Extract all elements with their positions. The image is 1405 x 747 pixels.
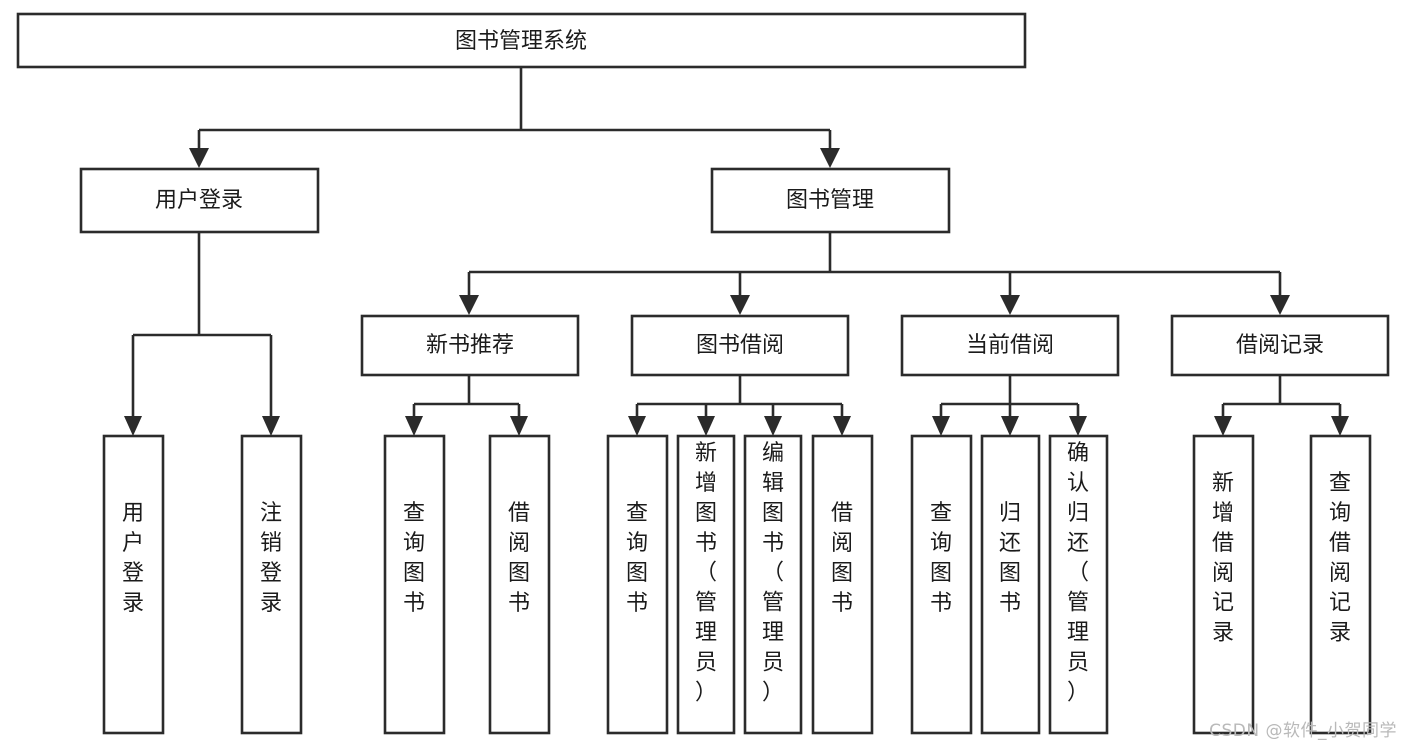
connector-group-book-borrow bbox=[628, 375, 851, 436]
node-leaf-query-book-1-label: 查询图书 bbox=[403, 501, 425, 616]
node-leaf-user-login[interactable]: 用户登录 bbox=[102, 434, 165, 735]
node-leaf-add-record-label: 新增借阅记录 bbox=[1212, 471, 1234, 646]
node-leaf-user-login-box[interactable] bbox=[102, 434, 165, 735]
arrow-head-book-borrow bbox=[730, 295, 750, 315]
node-leaf-borrow-book-2-label: 借阅图书 bbox=[831, 501, 853, 616]
arrow-head-user-login bbox=[189, 148, 209, 168]
node-book-borrow-box[interactable] bbox=[630, 314, 850, 377]
arrow-head-borrow-record bbox=[1270, 295, 1290, 315]
connector-group-root bbox=[189, 67, 840, 168]
node-leaf-edit-book-box[interactable] bbox=[743, 434, 803, 735]
node-current-borrow-label: 当前借阅 bbox=[966, 333, 1054, 358]
node-leaf-user-login-label: 用户登录 bbox=[122, 501, 144, 616]
arrow-head-leaf-add-record bbox=[1214, 416, 1232, 436]
node-leaf-confirm-return-label: 确认归还（管理员） bbox=[1067, 441, 1089, 705]
node-book-manage-box[interactable] bbox=[710, 167, 951, 234]
arrow-head-leaf-edit-book bbox=[764, 416, 782, 436]
node-leaf-borrow-book-1-box[interactable] bbox=[488, 434, 551, 735]
node-leaf-confirm-return[interactable]: 确认归还（管理员） bbox=[1048, 434, 1109, 735]
node-leaf-query-record[interactable]: 查询借阅记录 bbox=[1309, 434, 1372, 735]
arrow-head-book-manage bbox=[820, 148, 840, 168]
arrow-head-leaf-confirm-return bbox=[1069, 416, 1087, 436]
node-leaf-return-book-label: 归还图书 bbox=[999, 501, 1021, 616]
connector-group-user-login bbox=[124, 232, 280, 436]
node-book-manage[interactable]: 图书管理 bbox=[710, 167, 951, 234]
arrow-head-leaf-borrow-book-1 bbox=[510, 416, 528, 436]
node-leaf-add-book[interactable]: 新增图书（管理员） bbox=[676, 434, 736, 735]
connector-group-current-borrow bbox=[932, 375, 1087, 436]
node-leaf-logout-box[interactable] bbox=[240, 434, 303, 735]
node-leaf-logout[interactable]: 注销登录 bbox=[240, 434, 303, 735]
node-borrow-record[interactable]: 借阅记录 bbox=[1170, 314, 1390, 377]
arrow-head-new-book-recommend bbox=[459, 295, 479, 315]
node-leaf-query-book-3-label: 查询图书 bbox=[930, 501, 952, 616]
node-leaf-query-book-2[interactable]: 查询图书 bbox=[606, 434, 669, 735]
node-leaf-query-book-2-box[interactable] bbox=[606, 434, 669, 735]
arrow-head-leaf-query-book-3 bbox=[932, 416, 950, 436]
node-user-login-box[interactable] bbox=[79, 167, 320, 234]
node-leaf-edit-book[interactable]: 编辑图书（管理员） bbox=[743, 434, 803, 735]
node-current-borrow[interactable]: 当前借阅 bbox=[900, 314, 1120, 377]
node-leaf-borrow-book-2[interactable]: 借阅图书 bbox=[811, 434, 874, 735]
arrow-head-leaf-query-book-2 bbox=[628, 416, 646, 436]
connector-group-new-book-recommend bbox=[405, 375, 528, 436]
arrow-head-leaf-return-book bbox=[1001, 416, 1019, 436]
node-user-login-label: 用户登录 bbox=[155, 188, 243, 213]
node-new-book-recommend-label: 新书推荐 bbox=[426, 333, 514, 358]
node-leaf-borrow-book-1-label: 借阅图书 bbox=[508, 501, 530, 616]
arrow-head-leaf-query-record bbox=[1331, 416, 1349, 436]
connector-group-borrow-record bbox=[1214, 375, 1349, 436]
node-current-borrow-box[interactable] bbox=[900, 314, 1120, 377]
node-leaf-query-book-3[interactable]: 查询图书 bbox=[910, 434, 973, 735]
node-leaf-borrow-book-2-box[interactable] bbox=[811, 434, 874, 735]
node-leaf-query-book-2-label: 查询图书 bbox=[626, 501, 648, 616]
node-borrow-record-box[interactable] bbox=[1170, 314, 1390, 377]
node-root-label: 图书管理系统 bbox=[455, 29, 587, 54]
node-book-manage-label: 图书管理 bbox=[786, 188, 874, 213]
node-root[interactable]: 图书管理系统 bbox=[16, 12, 1027, 69]
arrow-head-leaf-add-book bbox=[697, 416, 715, 436]
node-leaf-return-book-box[interactable] bbox=[980, 434, 1041, 735]
node-leaf-add-record-box[interactable] bbox=[1192, 434, 1255, 735]
node-leaf-add-book-label: 新增图书（管理员） bbox=[695, 441, 717, 705]
arrow-head-leaf-borrow-book-2 bbox=[833, 416, 851, 436]
node-leaf-add-book-box[interactable] bbox=[676, 434, 736, 735]
arrow-head-leaf-user-login bbox=[124, 416, 142, 436]
node-leaf-query-book-1-box[interactable] bbox=[383, 434, 446, 735]
node-leaf-query-record-box[interactable] bbox=[1309, 434, 1372, 735]
arrow-head-current-borrow bbox=[1000, 295, 1020, 315]
node-new-book-recommend[interactable]: 新书推荐 bbox=[360, 314, 580, 377]
node-new-book-recommend-box[interactable] bbox=[360, 314, 580, 377]
arrow-head-leaf-query-book-1 bbox=[405, 416, 423, 436]
node-book-borrow[interactable]: 图书借阅 bbox=[630, 314, 850, 377]
node-book-borrow-label: 图书借阅 bbox=[696, 333, 784, 358]
node-leaf-query-book-3-box[interactable] bbox=[910, 434, 973, 735]
node-leaf-return-book[interactable]: 归还图书 bbox=[980, 434, 1041, 735]
node-leaf-query-book-1[interactable]: 查询图书 bbox=[383, 434, 446, 735]
node-leaf-logout-label: 注销登录 bbox=[260, 501, 282, 616]
node-user-login[interactable]: 用户登录 bbox=[79, 167, 320, 234]
node-leaf-confirm-return-box[interactable] bbox=[1048, 434, 1109, 735]
node-leaf-add-record[interactable]: 新增借阅记录 bbox=[1192, 434, 1255, 735]
node-leaf-edit-book-label: 编辑图书（管理员） bbox=[762, 441, 784, 705]
node-borrow-record-label: 借阅记录 bbox=[1236, 333, 1324, 358]
node-leaf-query-record-label: 查询借阅记录 bbox=[1329, 471, 1351, 646]
node-root-box[interactable] bbox=[16, 12, 1027, 69]
arrow-head-leaf-logout bbox=[262, 416, 280, 436]
connector-group-book-manage bbox=[459, 232, 1290, 315]
node-leaf-borrow-book-1[interactable]: 借阅图书 bbox=[488, 434, 551, 735]
